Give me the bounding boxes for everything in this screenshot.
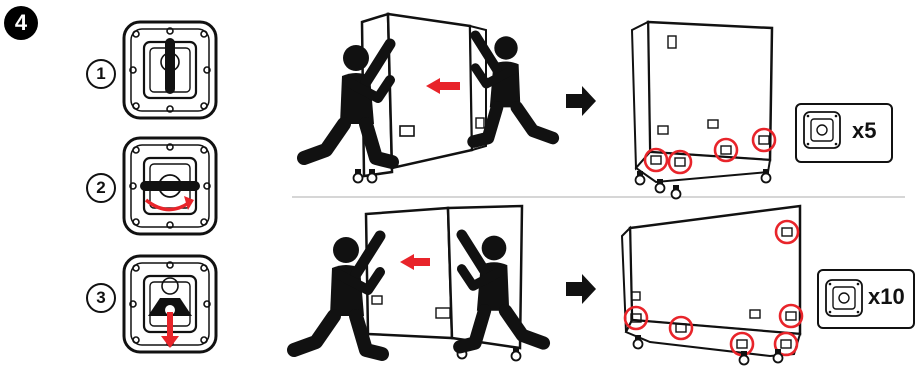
next-arrow-icon — [566, 274, 596, 304]
latch-step-1 — [124, 22, 216, 118]
latch-step-2 — [124, 138, 216, 234]
substep-2-number: 2 — [86, 173, 116, 203]
case-top-closed — [632, 22, 775, 199]
latch-callout-top — [796, 104, 892, 162]
substep-1-number: 1 — [86, 59, 116, 89]
latch-count-top: x5 — [852, 118, 876, 144]
latch-step-3 — [124, 256, 216, 352]
substep-3-number: 3 — [86, 283, 116, 313]
next-arrow-icon — [566, 86, 596, 116]
case-bottom-closed — [622, 206, 802, 365]
latch-count-bottom: x10 — [868, 284, 905, 310]
